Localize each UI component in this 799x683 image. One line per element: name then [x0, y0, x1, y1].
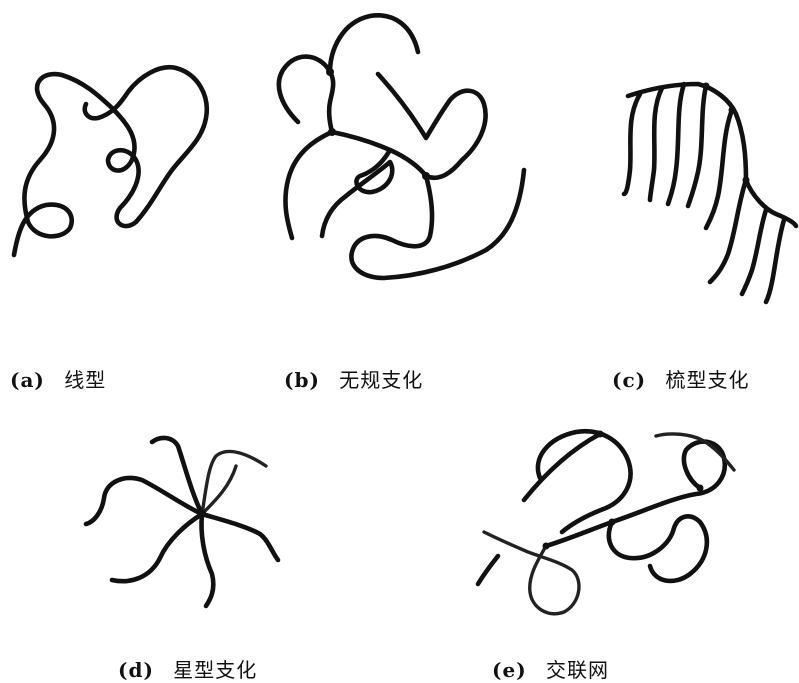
- random-branched-backbone: [279, 57, 333, 238]
- network-chain: [538, 431, 631, 532]
- caption-letter: (b): [284, 368, 320, 392]
- comb-tooth: [668, 84, 684, 204]
- branch-point: [326, 68, 334, 76]
- branch-point: [703, 83, 710, 90]
- crosslink-node: [609, 519, 616, 526]
- random-branched-arm-4: [351, 170, 524, 278]
- comb-tooth: [710, 180, 746, 282]
- comb-tooth: [706, 110, 732, 228]
- star-arm: [112, 514, 202, 581]
- star-arm: [202, 514, 278, 560]
- network-chain: [478, 556, 498, 584]
- linear-chain-strand: [14, 67, 207, 255]
- caption-star-branched: (d) 星型支化: [118, 654, 257, 683]
- star-core: [198, 510, 206, 518]
- star-arm: [201, 514, 213, 606]
- caption-name: 星型支化: [173, 658, 257, 682]
- panel-a-linear-chain: [14, 67, 207, 255]
- comb-tooth: [688, 86, 706, 206]
- network-chain: [609, 516, 707, 581]
- caption-letter: (d): [118, 658, 154, 682]
- network-chain: [484, 532, 579, 614]
- branch-point: [328, 128, 336, 136]
- branch-point: [743, 177, 750, 184]
- caption-name: 交联网: [546, 658, 609, 682]
- panel-b-random-branched: [279, 15, 524, 278]
- comb-tooth: [624, 94, 640, 194]
- star-arm: [86, 478, 202, 524]
- caption-name: 线型: [64, 368, 106, 392]
- caption-letter: (c): [612, 368, 646, 392]
- caption-name: 无规支化: [339, 368, 423, 392]
- caption-crosslinked-network: (e) 交联网: [492, 654, 609, 683]
- random-branched-arm-1: [330, 15, 418, 72]
- crosslink-node: [543, 543, 550, 550]
- random-branched-arm-2: [332, 74, 486, 178]
- panel-d-star-branched: [86, 438, 278, 606]
- crosslink-node: [597, 431, 604, 438]
- comb-tooth: [650, 88, 662, 200]
- network-chain: [546, 442, 725, 546]
- comb-tooth: [742, 210, 766, 294]
- caption-random-branched: (b) 无规支化: [284, 364, 423, 393]
- caption-letter: (a): [10, 368, 45, 392]
- panel-c-comb-branched: [624, 83, 796, 303]
- caption-comb-branched: (c) 梳型支化: [612, 364, 749, 393]
- network-chain: [524, 434, 600, 500]
- comb-tooth: [766, 220, 784, 302]
- caption-linear: (a) 线型: [10, 364, 106, 393]
- crosslink-node: [697, 485, 704, 492]
- branch-point: [729, 107, 736, 114]
- panel-e-crosslinked-network: [478, 431, 734, 614]
- caption-name: 梳型支化: [665, 368, 749, 392]
- branch-point: [422, 172, 430, 180]
- caption-letter: (e): [492, 658, 527, 682]
- random-branched-arm-3: [322, 150, 392, 236]
